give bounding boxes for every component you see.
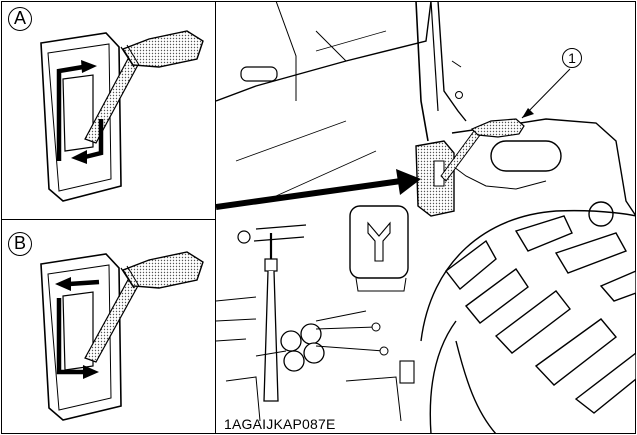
main-lever-knob bbox=[472, 119, 524, 137]
shift-path-arrow-left bbox=[69, 282, 99, 284]
detail-panel-b: B bbox=[1, 220, 216, 434]
vertical-lever bbox=[264, 271, 278, 401]
lever-knob-a bbox=[123, 31, 203, 67]
cab-interior-view: 1 1AGAIJKAP087E bbox=[216, 1, 636, 434]
figure-code: 1AGAIJKAP087E bbox=[224, 416, 336, 432]
rear-tire bbox=[421, 211, 636, 434]
callout-1: 1 bbox=[562, 48, 582, 68]
hydraulic-couplers bbox=[281, 324, 324, 371]
lever-knob-b bbox=[123, 252, 203, 288]
pointer-arrow bbox=[216, 181, 401, 207]
detail-panel-a: A bbox=[1, 1, 216, 220]
lever-diagram-b bbox=[1, 220, 216, 434]
lever-diagram-a bbox=[1, 1, 216, 220]
